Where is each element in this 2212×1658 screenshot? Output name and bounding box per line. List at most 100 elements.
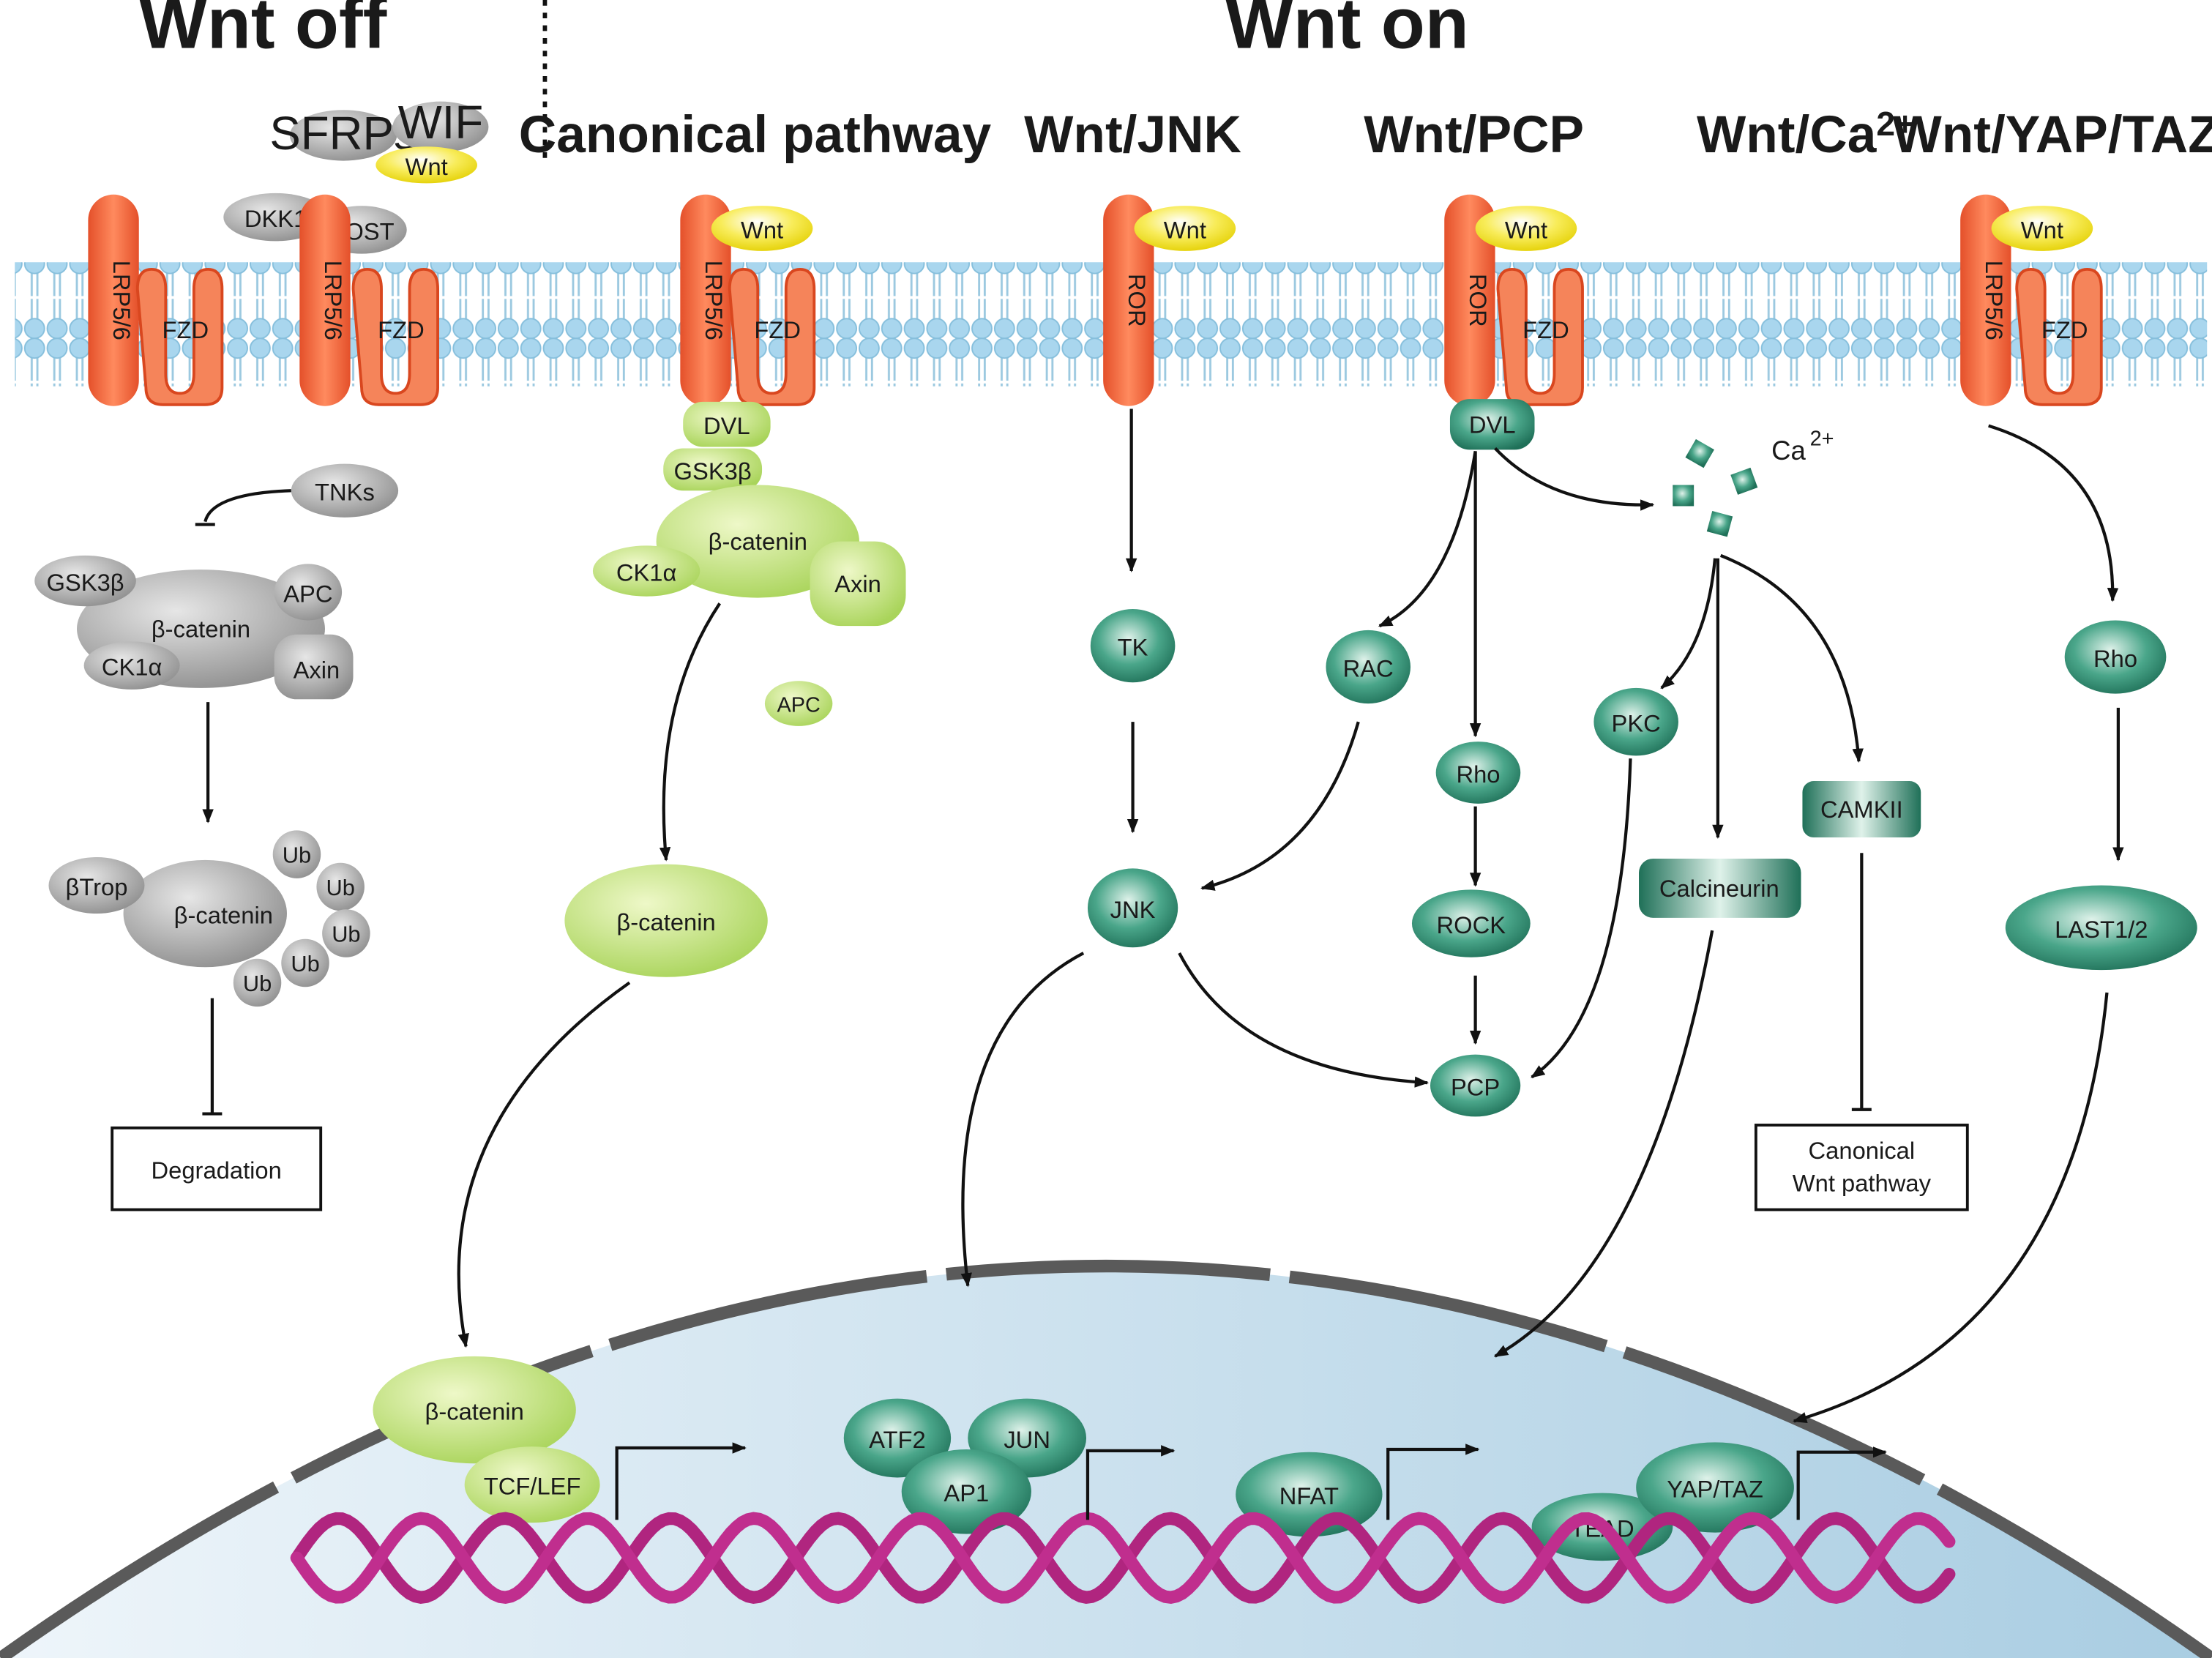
canonical-apc-node — [764, 681, 833, 726]
dkk1-label: DKK1 — [244, 205, 307, 232]
label-canonical-pathway: Canonical pathway — [519, 105, 992, 164]
jnk-node — [1087, 868, 1178, 948]
pcp-label: PCP — [1451, 1074, 1500, 1101]
canonical-gsk3b-node — [663, 448, 763, 491]
jnk-ror-label: ROR — [1124, 274, 1151, 327]
arrow-calcineurin-to-nfat — [1493, 930, 1714, 1358]
canonical-gsk3b-label: GSK3β — [674, 458, 752, 485]
tcf-lef-node — [464, 1446, 600, 1523]
destruction-gsk3b-node — [34, 555, 136, 607]
tcf-lef-label: TCF/LEF — [484, 1473, 581, 1500]
arrow-ca-to-pkc — [1660, 558, 1717, 690]
canonical-bcatenin-complex — [656, 485, 859, 598]
tnks-inhibition — [203, 489, 291, 523]
ub-node-1 — [272, 830, 321, 878]
pkc-node — [1593, 687, 1678, 756]
pcp-pathway: DVL RAC Rho ROCK PCP — [1200, 399, 1655, 1117]
destruction-axin-label: Axin — [294, 656, 340, 683]
ca-ion-1 — [1685, 438, 1714, 468]
arrow-to-free-bcatenin — [659, 602, 722, 862]
wnt-off-intracellular: TNKs β-catenin GSK3β APC CK1α Axin βTrop… — [34, 463, 399, 1211]
arrow-jnk-to-nucleus — [960, 952, 1085, 1288]
wif-label: WIF — [398, 97, 483, 149]
tk-label: TK — [1118, 634, 1148, 661]
yap-lrp-label: LRP5/6 — [1981, 261, 2008, 340]
canonical-lrp-label: LRP5/6 — [700, 261, 728, 340]
ub-label-1: Ub — [283, 843, 311, 868]
canonical-axin-label: Axin — [834, 570, 881, 597]
canonical-wnt-box — [1754, 1124, 1969, 1211]
off-1-fzd-label: FZD — [162, 316, 209, 343]
yap-taz-node — [1636, 1442, 1794, 1533]
label-wnt-pcp: Wnt/PCP — [1364, 105, 1584, 164]
ub-node-2 — [316, 862, 365, 911]
atf2-node — [843, 1398, 952, 1478]
ub-label-4: Ub — [291, 951, 319, 976]
yap-wnt-label: Wnt — [2021, 216, 2063, 243]
yap-taz-label: YAP/TAZ — [1667, 1475, 1763, 1502]
jnk-pathway: TK JNK ATF2 JUN AP1 — [843, 408, 1430, 1534]
wnt-on-title: Wnt on — [1225, 0, 1469, 63]
camkii-node — [1802, 781, 1921, 838]
off-1-lrp-receptor — [88, 194, 139, 406]
off-1-lrp-label: LRP5/6 — [108, 261, 135, 340]
jun-label: JUN — [1004, 1426, 1050, 1453]
rock-label: ROCK — [1437, 911, 1506, 938]
ca-ion-2 — [1730, 467, 1758, 495]
canonical-pathway: DVL GSK3β β-catenin CK1α Axin APC β-cate… — [373, 401, 906, 1523]
ub-node-5 — [233, 958, 282, 1007]
arrow-lrp-to-rho — [1988, 424, 2119, 602]
arrow-rac-to-jnk — [1200, 721, 1360, 891]
degradation-box — [111, 1126, 323, 1211]
transcription-arrows — [615, 1442, 1888, 1520]
canonical-fzd-label: FZD — [754, 316, 801, 343]
label-wnt-jnk: Wnt/JNK — [1024, 105, 1241, 164]
arrow-pkc-to-pcp — [1531, 758, 1632, 1079]
ap1-label: AP1 — [944, 1479, 989, 1506]
dna-strand-1 — [290, 1512, 1956, 1604]
calcineurin-label: Calcineurin — [1659, 875, 1779, 902]
jnk-ror-receptor — [1103, 194, 1154, 406]
rac-node — [1326, 630, 1411, 704]
yap-rho-node — [2064, 620, 2167, 694]
pcp-wnt-ligand — [1475, 206, 1577, 251]
transcription-arrow-tcf — [615, 1442, 747, 1520]
ub-label-3: Ub — [332, 922, 360, 947]
canonical-ck1a-node — [592, 545, 700, 597]
canonical-axin-node — [810, 541, 906, 627]
nfat-label: NFAT — [1279, 1482, 1339, 1509]
pcp-rho-label: Rho — [1456, 761, 1500, 788]
yap-wnt-ligand — [1991, 206, 2093, 251]
destruction-apc-label: APC — [283, 580, 332, 607]
pcp-dvl-node — [1449, 399, 1535, 450]
pcp-ror-receptor — [1444, 194, 1495, 406]
tnks-node — [291, 463, 399, 518]
dna-strand-2 — [290, 1512, 1956, 1604]
pcp-ror-label: ROR — [1465, 274, 1492, 327]
degradation-label: Degradation — [152, 1157, 282, 1184]
wif-node — [392, 101, 489, 153]
yap-fzd-receptor — [2015, 267, 2103, 406]
arrow-ca-to-camkii — [1719, 553, 1864, 763]
arrow-to-nucleus-bcatenin — [457, 981, 631, 1348]
ub-bcatenin-node — [123, 859, 287, 968]
off-2-lrp-receptor — [299, 194, 351, 406]
canonical-free-bcatenin — [564, 864, 768, 977]
canonical-ck1a-label: CK1α — [616, 559, 677, 586]
last-node — [2005, 885, 2197, 971]
pcp-node — [1430, 1054, 1521, 1117]
destruction-bcatenin-label: β-catenin — [152, 616, 250, 643]
pcp-wnt-label: Wnt — [1505, 216, 1547, 243]
transcription-arrow-nfat — [1386, 1444, 1480, 1520]
label-wnt-ca: Wnt/Ca2+ — [1697, 105, 1915, 164]
destruction-ck1a-label: CK1α — [102, 654, 162, 681]
destruction-apc-node — [274, 564, 343, 621]
canonical-bcatenin-label: β-catenin — [709, 528, 807, 555]
calcineurin-node — [1639, 858, 1801, 918]
canonical-apc-label: APC — [777, 694, 820, 717]
wnt-off-extracellular: SFRPs WIF Wnt DKK1 SOST — [223, 97, 489, 254]
